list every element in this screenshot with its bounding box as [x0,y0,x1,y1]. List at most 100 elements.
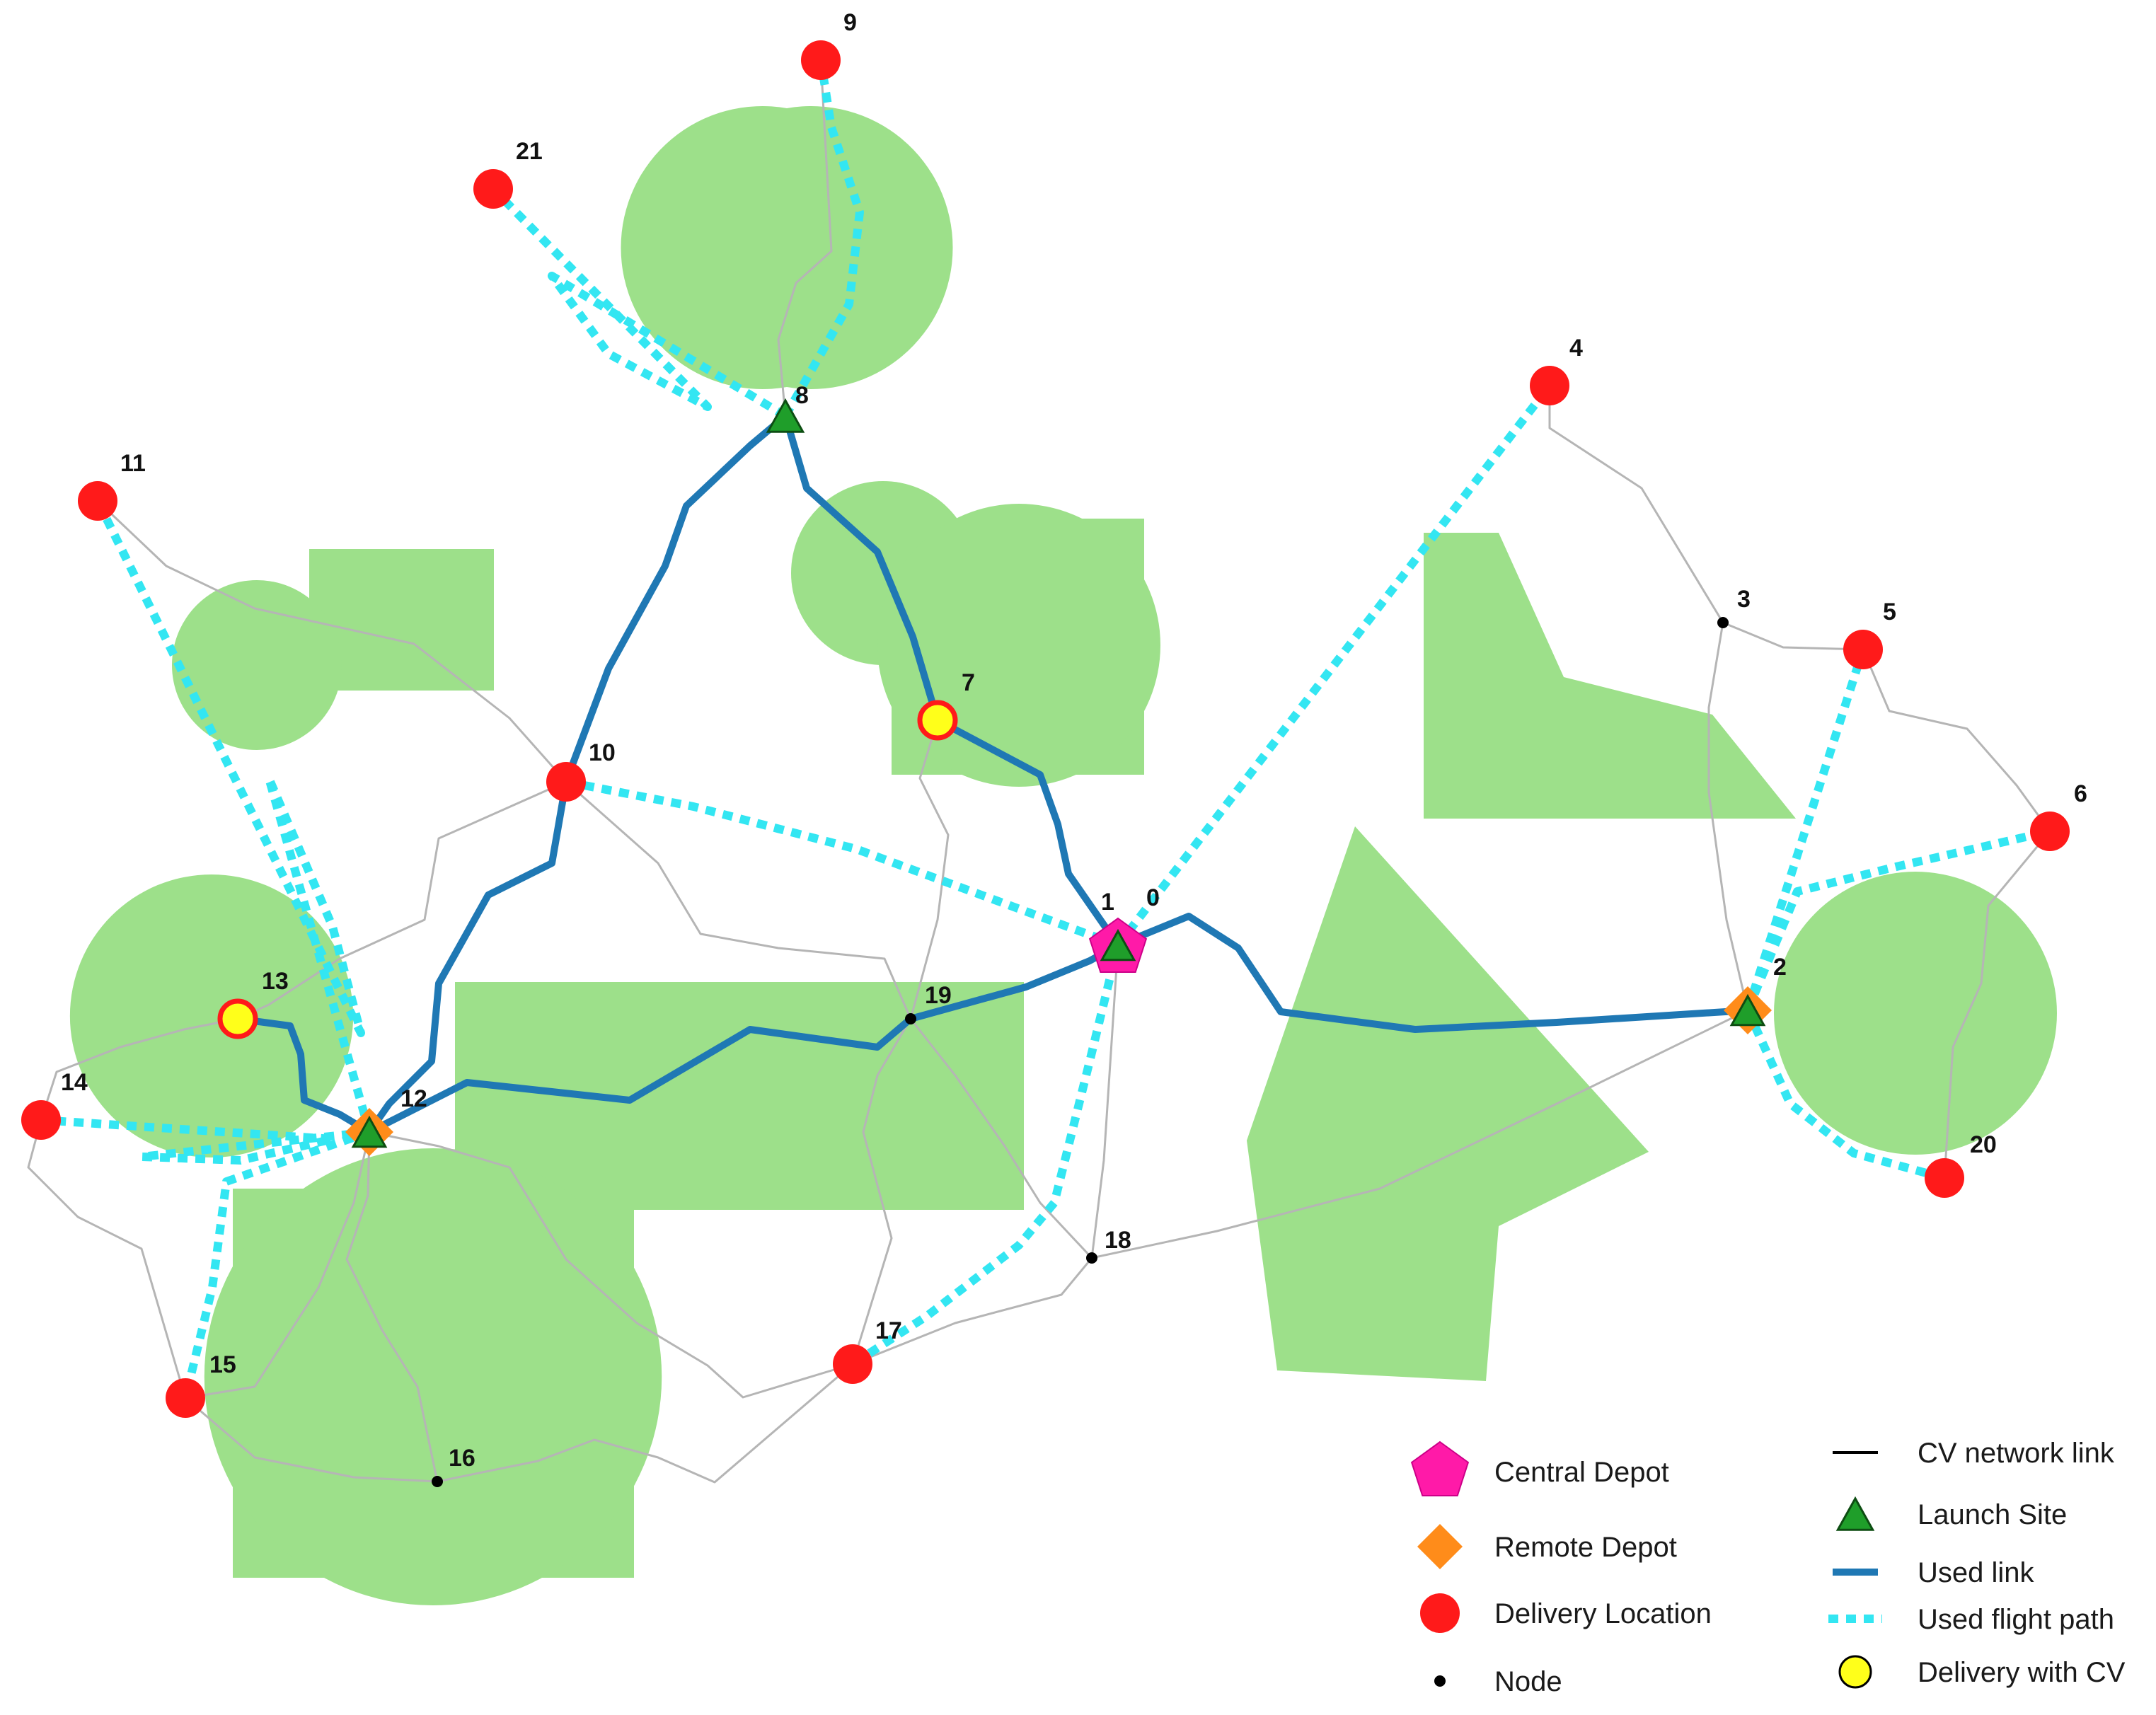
cv-link-13 [1943,831,2051,1179]
delivery-marker [1530,366,1569,405]
launch-site-marker [351,1115,388,1148]
node-9: 9 [801,9,857,80]
node-label-1: 1 [1101,889,1114,916]
node-label-3: 3 [1737,586,1751,613]
node-4: 4 [1530,335,1583,405]
node-1: 1 [1100,889,1136,962]
legend-label: Central Depot [1494,1457,1669,1488]
cv-link-8 [1090,945,1119,1259]
cv-link-11 [1722,621,1864,651]
node-label-20: 20 [1970,1131,1997,1158]
legend-label: Node [1494,1666,1562,1697]
legend-item-delivery: Delivery Location [1420,1593,1712,1633]
cv-link-3 [40,1017,238,1121]
zone-10 [69,874,354,1158]
node-marker [432,1476,443,1487]
delivery-marker [546,762,586,802]
node-3: 3 [1717,586,1751,628]
node-11: 11 [78,450,146,521]
legend-label: Delivery Location [1494,1598,1712,1629]
legend-item-central-depot: Central Depot [1410,1440,1669,1496]
zone-2 [309,549,494,691]
legend-label: CV network link [1918,1438,2115,1469]
node-label-15: 15 [209,1351,236,1378]
used-links [234,412,1751,1136]
used-link-0-2 [1114,913,1751,1033]
delivery-cv-marker [917,700,958,741]
node-label-13: 13 [262,968,289,995]
legend-label: Delivery with CV [1918,1657,2126,1688]
delivery-marker [473,169,513,209]
delivery-cv-marker [217,998,258,1039]
node-14: 14 [21,1069,88,1140]
delivery-marker [833,1344,872,1384]
legend-item-node: Node [1434,1666,1562,1697]
node-6: 6 [2030,780,2087,851]
legend-launch-site-symbol [1835,1496,1875,1531]
node-2: 2 [1724,954,1787,1034]
cv-link-22 [369,1131,853,1399]
node-21: 21 [473,138,543,209]
delivery-marker [1843,630,1883,669]
flight-path-0-17 [850,944,1122,1368]
used-link-0-7 [934,717,1122,949]
delivery-marker [21,1100,61,1140]
legend-item-remote-depot: Remote Depot [1417,1524,1677,1569]
flight-path-12-14 [40,1116,370,1165]
node-label-11: 11 [120,450,146,477]
cv-link-14 [1548,386,1724,623]
node-12: 12 [345,1085,427,1156]
cv-link-5 [185,1397,438,1483]
delivery-marker [166,1378,205,1418]
legend-item-cv-link: CV network link [1833,1438,2115,1469]
cv-link-1 [96,500,567,783]
cv-link-9 [1091,1009,1748,1259]
cv-link-10 [1707,622,1749,1011]
node-7: 7 [917,669,975,741]
cv-link-19 [185,1131,371,1399]
legend-item-launch-site: Launch Site [1835,1496,2067,1531]
node-label-12: 12 [400,1085,427,1112]
node-16: 16 [432,1445,475,1487]
cv-link-7 [852,1257,1093,1365]
node-label-19: 19 [925,982,952,1009]
legend-label: Launch Site [1918,1499,2067,1530]
node-8: 8 [766,382,809,433]
legend-delivery-symbol [1420,1593,1460,1633]
flight-path-2-20 [1743,1008,1946,1182]
node-marker [1717,617,1729,628]
node-13: 13 [217,968,289,1039]
legend-item-used-link: Used link [1833,1557,2035,1588]
legend-label: Used link [1918,1557,2035,1588]
cv-link-21 [777,59,833,417]
node-label-17: 17 [875,1317,902,1344]
legend-remote-depot-symbol [1417,1524,1463,1569]
legend-label: Remote Depot [1494,1532,1677,1563]
node-label-7: 7 [962,669,975,696]
node-18: 18 [1086,1227,1131,1264]
cv-link-18 [909,1018,1093,1259]
cv-link-12 [1862,649,2051,832]
node-label-18: 18 [1105,1227,1131,1254]
used-flight-paths [40,59,2051,1399]
node-label-21: 21 [516,138,543,165]
zone-8 [1247,826,1649,1381]
flight-path-2-6 [1743,827,2051,1012]
delivery-marker [1925,1158,1964,1198]
launch-site-marker [1100,928,1136,962]
node-19: 19 [905,982,952,1024]
node-label-2: 2 [1773,954,1787,981]
flight-path-0-10 [565,778,1120,949]
flight-path-12-15 [181,1128,371,1399]
node-10: 10 [546,739,616,802]
node-label-16: 16 [449,1445,475,1472]
used-link-12-19 [366,1015,914,1136]
flight-path-8-9 [781,59,864,418]
launch-site-marker [1729,993,1766,1027]
node-marker [1086,1252,1097,1264]
node-label-10: 10 [589,739,616,766]
cv-network-links [27,59,2051,1484]
